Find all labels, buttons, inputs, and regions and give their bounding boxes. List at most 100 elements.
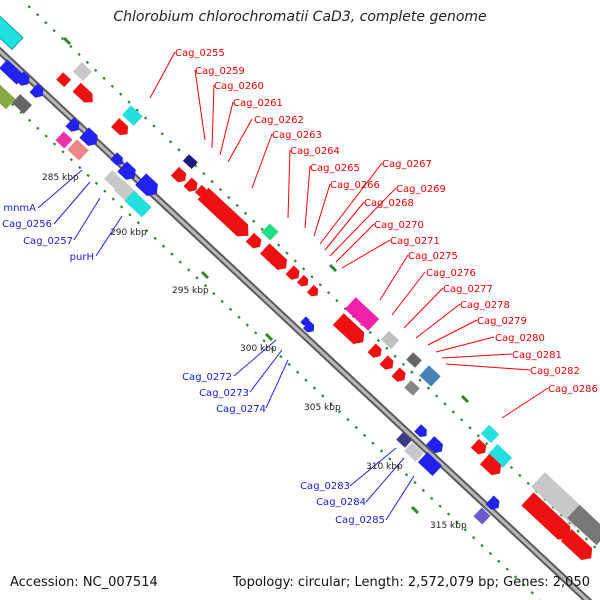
gene-feature: [135, 173, 158, 196]
gene-feature: [0, 8, 24, 51]
gene-label: Cag_0280: [495, 333, 545, 344]
gene-label: Cag_0282: [530, 366, 580, 377]
inner-callout-lines: [37, 169, 415, 521]
gene-label: Cag_0271: [390, 236, 440, 247]
gene-label: Cag_0264: [290, 146, 340, 157]
gene-label: Cag_0267: [382, 159, 432, 170]
gene-feature: [560, 529, 593, 561]
gene-feature: [12, 94, 32, 114]
gene-feature: [487, 444, 513, 468]
gene-label: mnmA: [3, 203, 36, 214]
gene-feature: [479, 454, 502, 476]
kbp-label: 315 kbp: [430, 521, 467, 531]
gene-feature: [417, 452, 443, 476]
map-title: Chlorobium chlorochromatii CaD3, complet…: [113, 9, 487, 25]
gene-feature: [396, 432, 412, 448]
gene-feature: [259, 243, 288, 270]
kbp-label: 310 kbp: [366, 462, 403, 472]
gene-feature: [306, 284, 319, 297]
inner-gene-labels[interactable]: mnmA Cag_0256 Cag_0257 purH Cag_0272 Cag…: [2, 203, 385, 526]
gene-feature: [470, 438, 487, 455]
gene-feature: [15, 71, 30, 86]
gene-feature: [117, 161, 136, 180]
gene-feature: [332, 313, 365, 345]
gene-feature: [182, 154, 198, 170]
gene-feature: [65, 117, 80, 132]
gene-feature: [55, 131, 73, 149]
kbp-label: 285 kbp: [42, 173, 79, 183]
gene-feature: [379, 355, 394, 370]
gene-label: Cag_0277: [443, 284, 493, 295]
inner-features[interactable]: [0, 59, 502, 525]
gene-label: Cag_0262: [254, 115, 304, 126]
gene-label: Cag_0273: [199, 388, 249, 399]
gene-label: Cag_0275: [408, 251, 458, 262]
gene-label: Cag_0263: [272, 130, 322, 141]
gene-label: Cag_0260: [214, 81, 264, 92]
outer-gene-labels[interactable]: Cag_0255 Cag_0259 Cag_0260 Cag_0261 Cag_…: [175, 48, 598, 395]
gene-label: Cag_0283: [300, 481, 350, 492]
gene-feature: [124, 190, 152, 218]
gene-feature: [480, 424, 500, 444]
gene-feature: [0, 82, 16, 110]
gene-feature: [72, 62, 92, 82]
gene-label: Cag_0257: [23, 236, 73, 247]
gene-label: Cag_0274: [216, 404, 266, 415]
outer-callout-lines: [149, 51, 549, 419]
gene-feature: [426, 436, 444, 454]
gene-label: Cag_0268: [364, 198, 414, 209]
kbp-scale-labels: 285 kbp 290 kbp 295 kbp 300 kbp 305 kbp …: [42, 173, 467, 531]
gene-label: Cag_0278: [460, 300, 510, 311]
gene-feature: [197, 187, 249, 237]
gene-label: Cag_0269: [396, 184, 446, 195]
gene-feature: [296, 274, 309, 287]
gene-label: Cag_0279: [477, 316, 527, 327]
gene-feature: [245, 232, 262, 249]
gene-feature: [380, 330, 400, 350]
gene-label: Cag_0286: [548, 384, 598, 395]
gene-feature: [367, 343, 382, 358]
gene-feature: [414, 424, 427, 438]
gene-label: Cag_0270: [374, 220, 424, 231]
outer-features[interactable]: [0, 8, 600, 564]
gene-feature: [72, 82, 93, 103]
gene-label: Cag_0284: [316, 497, 366, 508]
gene-feature: [110, 152, 123, 166]
gene-label: Cag_0255: [175, 48, 225, 59]
gene-label: purH: [70, 252, 94, 263]
gene-label: Cag_0259: [195, 66, 245, 77]
gene-label: Cag_0256: [2, 219, 52, 230]
kbp-label: 290 kbp: [110, 228, 147, 238]
gene-feature: [67, 139, 89, 161]
gene-feature: [285, 265, 300, 280]
kbp-label: 295 kbp: [172, 286, 209, 296]
gene-feature: [111, 118, 129, 136]
gene-label: Cag_0281: [512, 350, 562, 361]
gene-feature: [261, 223, 279, 241]
gene-feature: [406, 352, 422, 368]
gene-feature: [183, 177, 198, 192]
kbp-label: 305 kbp: [304, 403, 341, 413]
gene-feature: [473, 507, 491, 525]
gene-label: Cag_0285: [335, 515, 385, 526]
accession-text: Accession: NC_007514: [10, 575, 158, 590]
gene-feature: [419, 365, 441, 387]
gene-feature: [344, 297, 380, 331]
gene-feature: [302, 320, 315, 333]
gene-label: Cag_0261: [233, 98, 283, 109]
gene-feature: [79, 127, 98, 146]
gene-feature: [56, 72, 72, 88]
gene-feature: [122, 105, 143, 126]
topology-text: Topology: circular; Length: 2,572,079 bp…: [232, 575, 590, 590]
gene-feature: [404, 442, 424, 462]
gene-feature: [485, 495, 500, 510]
gene-label: Cag_0266: [330, 180, 380, 191]
kbp-label: 300 kbp: [240, 344, 277, 354]
gene-feature: [391, 367, 406, 382]
gene-feature: [170, 166, 187, 183]
gene-feature: [29, 83, 44, 98]
gene-feature: [300, 316, 310, 326]
gene-label: Cag_0272: [182, 372, 232, 383]
gene-feature: [521, 492, 571, 540]
